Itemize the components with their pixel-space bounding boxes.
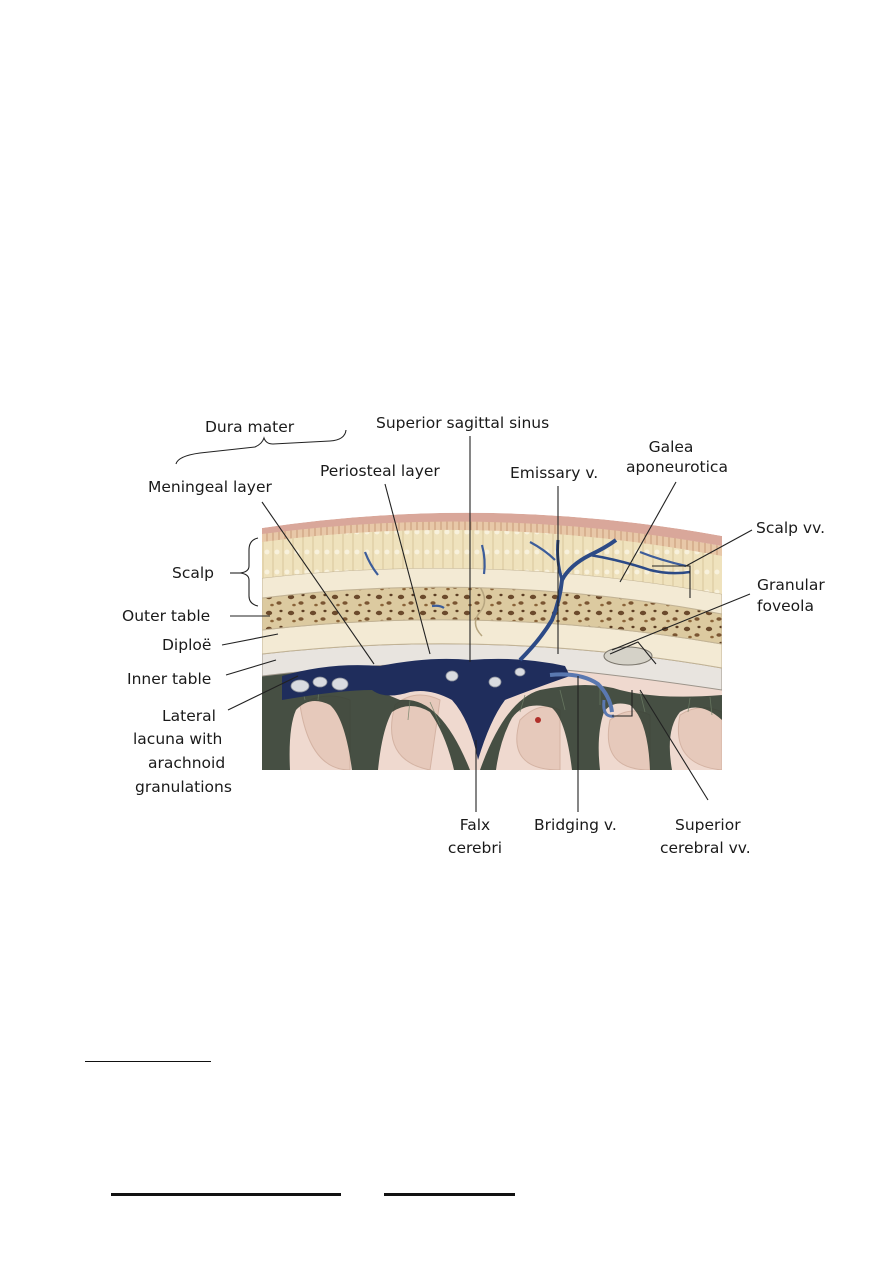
labels: Dura mater Superior sagittal sinus Galea…	[122, 414, 825, 857]
label-scalp: Scalp	[172, 564, 214, 582]
skin	[262, 512, 722, 546]
arachnoid-granulations	[290, 667, 526, 693]
label-galea-line2: aponeurotica	[626, 458, 728, 476]
label-dura-mater: Dura mater	[205, 418, 295, 436]
label-bridging-v: Bridging v.	[534, 816, 617, 834]
label-meningeal-layer: Meningeal layer	[148, 478, 272, 496]
long-rule-right	[384, 1193, 515, 1196]
label-granular-line2: foveola	[757, 597, 814, 615]
outer-table	[262, 567, 722, 615]
label-outer-table: Outer table	[122, 607, 210, 625]
label-inner-table: Inner table	[127, 670, 211, 688]
label-superior-line1: Superior	[675, 816, 741, 834]
label-granular-line1: Granular	[757, 576, 825, 594]
label-lateral-line3: arachnoid	[148, 754, 225, 772]
scalp-tissue	[262, 523, 722, 594]
label-scalp-vv: Scalp vv.	[756, 519, 825, 537]
short-rule	[85, 1061, 211, 1062]
label-galea-line1: Galea	[649, 438, 694, 456]
bridging-vein	[549, 672, 614, 713]
long-rule-left	[111, 1193, 341, 1196]
label-falx-line2: cerebri	[448, 839, 502, 857]
label-diploe: Diploë	[162, 636, 211, 654]
label-lateral-line1: Lateral	[162, 707, 216, 725]
label-superior-sagittal-sinus: Superior sagittal sinus	[376, 414, 549, 432]
label-lateral-line4: granulations	[135, 778, 232, 796]
scalp-brace	[239, 537, 259, 607]
label-falx-line1: Falx	[460, 816, 490, 834]
label-superior-line2: cerebral vv.	[660, 839, 751, 857]
dura-mater-brace	[175, 429, 347, 465]
label-emissary-v: Emissary v.	[510, 464, 598, 482]
cross-section-illustration	[262, 512, 722, 770]
label-lateral-line2: lacuna with	[133, 730, 222, 748]
scalp-vessels	[363, 541, 687, 609]
label-periosteal-layer: Periosteal layer	[320, 462, 440, 480]
